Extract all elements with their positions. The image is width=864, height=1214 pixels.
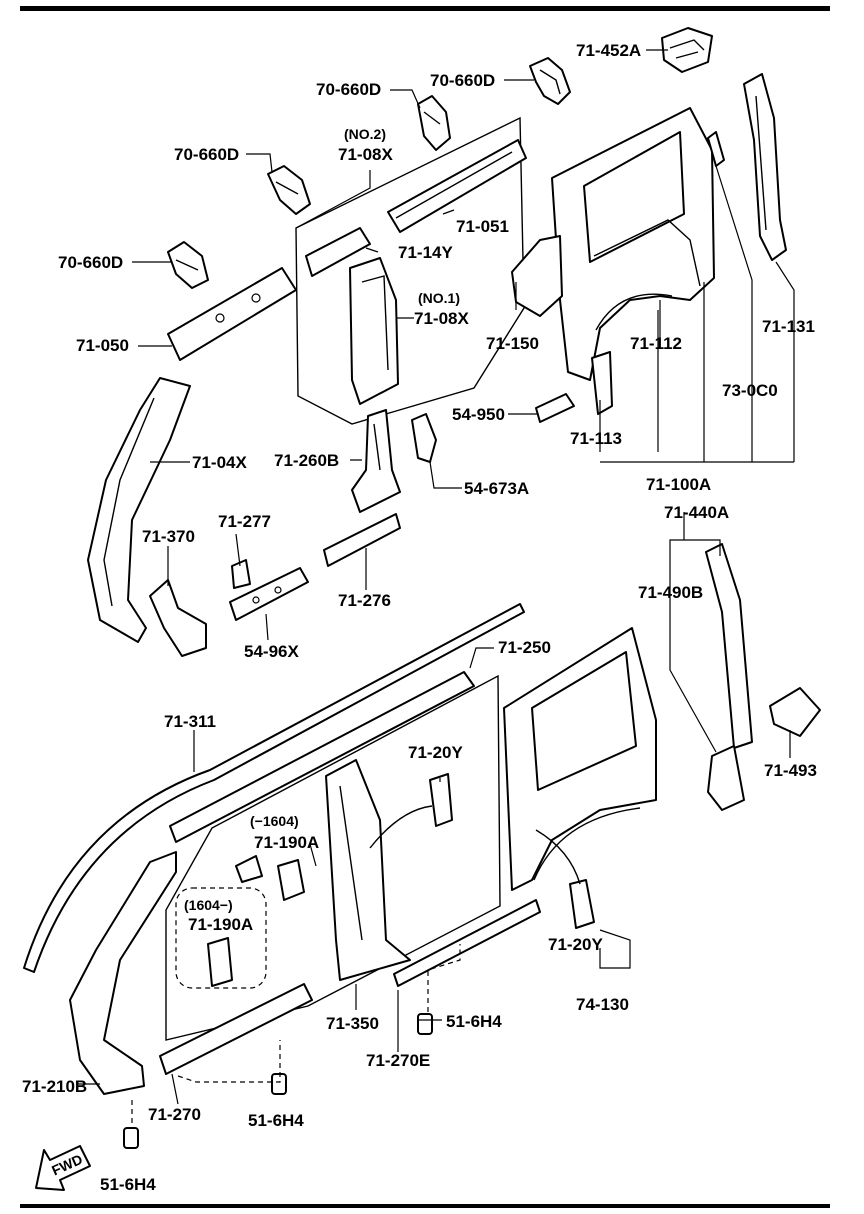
label-71-190A-top: 71-190A [254,833,319,852]
label-71-493: 71-493 [764,761,817,780]
part-71-270E [393,899,541,987]
part-71-311 [23,603,525,973]
group-box-71-08X [295,116,525,425]
label-70-660D-c: 70-660D [174,145,239,164]
label-71-311: 71-311 [164,712,216,731]
part-71-493 [769,687,821,737]
label-71-20Y-bottom: 71-20Y [548,935,603,954]
label-51-6H4-mid: 51-6H4 [248,1111,304,1130]
part-73-0C0 [707,131,725,167]
part-70-660D-a [529,57,571,105]
top-border [20,6,830,11]
label-71-490B: 71-490B [638,583,703,602]
label-71-20Y-top: 71-20Y [408,743,463,762]
label-71-210B: 71-210B [22,1077,87,1096]
part-70-660D-b [417,95,451,151]
arrow-icon [235,855,263,883]
part-71-08X-no1 [349,257,399,405]
part-71-131 [743,73,787,261]
bottom-border [20,1204,830,1208]
label-71-113: 71-113 [570,429,622,448]
label-no2: (NO.2) [344,126,386,142]
part-71-270 [159,983,313,1075]
leader-curve-20Y [369,805,433,849]
fwd-arrow-icon [35,1145,91,1191]
label-54-673A: 54-673A [464,479,529,498]
label-71-250: 71-250 [498,638,551,657]
label-71-131: 71-131 [762,317,815,336]
label-71-050: 71-050 [76,336,129,355]
label-73-0C0: 73-0C0 [722,381,778,400]
part-71-113 [591,351,613,415]
part-70-660D-d [167,241,209,289]
label-71-270E: 71-270E [366,1051,430,1070]
part-71-14Y [305,227,371,277]
group-box-main-panel [165,674,501,1041]
label-71-190A-box: 71-190A [188,915,253,934]
label-71-260B: 71-260B [274,451,339,470]
label-51-6H4-left: 51-6H4 [100,1175,156,1194]
label-71-350: 71-350 [326,1014,379,1033]
leader-lines [76,49,795,1105]
label-70-660D-b: 70-660D [316,80,381,99]
label-74-130: 74-130 [576,995,629,1014]
label-70-660D-d: 70-660D [58,253,123,272]
part-54-950 [535,393,575,423]
part-74-130-panel [503,627,657,891]
part-71-350 [325,759,411,981]
label-71-276: 71-276 [338,591,391,610]
part-51-6H4-mid [271,1073,287,1095]
part-71-452A [661,27,713,73]
label-71-150: 71-150 [486,334,539,353]
part-71-050 [167,267,297,361]
part-54-96X [229,567,309,621]
part-71-20Y-top [429,773,453,827]
label-71-370: 71-370 [142,527,195,546]
part-71-190A-top [277,859,305,901]
part-71-112-panel [551,107,715,381]
label-71-100A: 71-100A [646,475,711,494]
label-51-6H4-right: 51-6H4 [446,1012,502,1031]
part-71-490B [705,543,753,811]
part-71-150 [511,235,563,317]
part-71-276 [323,513,401,567]
part-51-6H4-right [417,1013,433,1035]
label-54-96X: 54-96X [244,642,299,661]
part-71-260B [351,409,401,513]
part-51-6H4-left [123,1127,139,1149]
label-71-452A: 71-452A [576,41,641,60]
label-71-051: 71-051 [456,217,509,236]
part-54-673A [411,413,437,463]
label-70-660D-a: 70-660D [430,71,495,90]
label-71-270: 71-270 [148,1105,201,1124]
part-71-250 [169,671,475,843]
label-54-950: 54-950 [452,405,505,424]
label-71-04X: 71-04X [192,453,247,472]
label-no1: (NO.1) [418,290,460,306]
variant-box-1604-onward [175,887,267,989]
label-71-08X-mid: 71-08X [414,309,469,328]
label-71-440A: 71-440A [664,503,729,522]
part-71-190A-box [207,937,233,987]
guide-lines [131,944,461,1126]
leader-curve-20Y-bottom [535,829,581,885]
part-70-660D-c [267,165,311,215]
label-range-upto-1604: (−1604) [250,813,299,829]
label-71-14Y: 71-14Y [398,243,453,262]
label-71-08X-top: 71-08X [338,145,393,164]
label-71-112: 71-112 [630,334,682,353]
part-71-04X [87,377,191,643]
part-71-20Y-bottom [569,879,595,929]
label-range-from-1604: (1604−) [184,897,233,913]
part-71-277 [231,559,251,589]
label-71-277: 71-277 [218,512,271,531]
part-71-210B [69,851,177,1095]
part-71-370 [149,579,207,657]
part-71-051 [387,139,527,233]
